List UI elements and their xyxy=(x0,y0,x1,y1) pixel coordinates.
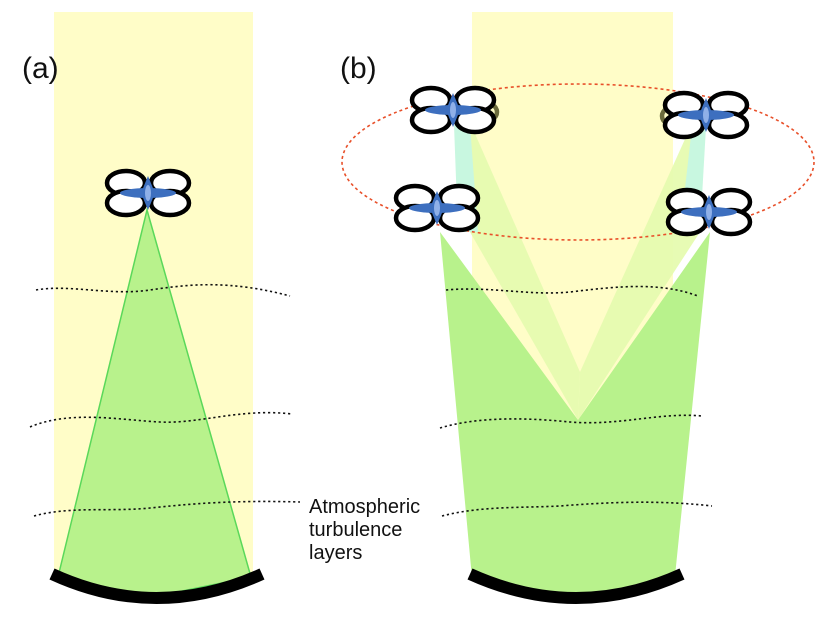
panel-a-drone-icon xyxy=(107,171,189,215)
panel-b-drone-icon-bottom-left xyxy=(396,186,478,230)
annotation-line-2: turbulence xyxy=(309,519,402,541)
panel-a-turbulence-layer-3 xyxy=(33,500,301,517)
panel-b-turbulence-layer-1 xyxy=(445,285,699,297)
panel-b-orbit xyxy=(341,83,815,241)
panel-a-label: (a) xyxy=(22,52,59,85)
panel-b: (b) xyxy=(340,12,815,604)
panel-a-mirror xyxy=(49,568,265,604)
annotation-line-3: layers xyxy=(309,542,362,564)
panel-b-drone-icon-top-left xyxy=(412,88,494,132)
turbulence-annotation: Atmospheric turbulence layers xyxy=(309,496,420,564)
panel-b-beam-left-light xyxy=(455,127,580,420)
annotation-line-1: Atmospheric xyxy=(309,496,420,518)
panel-b-label: (b) xyxy=(340,52,377,85)
panel-b-drone-icon-bottom-right xyxy=(668,190,750,234)
panel-a-turbulence-layer-1 xyxy=(35,283,291,297)
panel-b-drone-icon-top-right xyxy=(665,93,747,137)
panel-b-turbulence-layer-2 xyxy=(439,414,703,429)
panel-a-turbulence-layer-2 xyxy=(29,411,293,428)
panel-b-mirror xyxy=(467,568,685,604)
panel-a: (a) xyxy=(22,12,301,604)
